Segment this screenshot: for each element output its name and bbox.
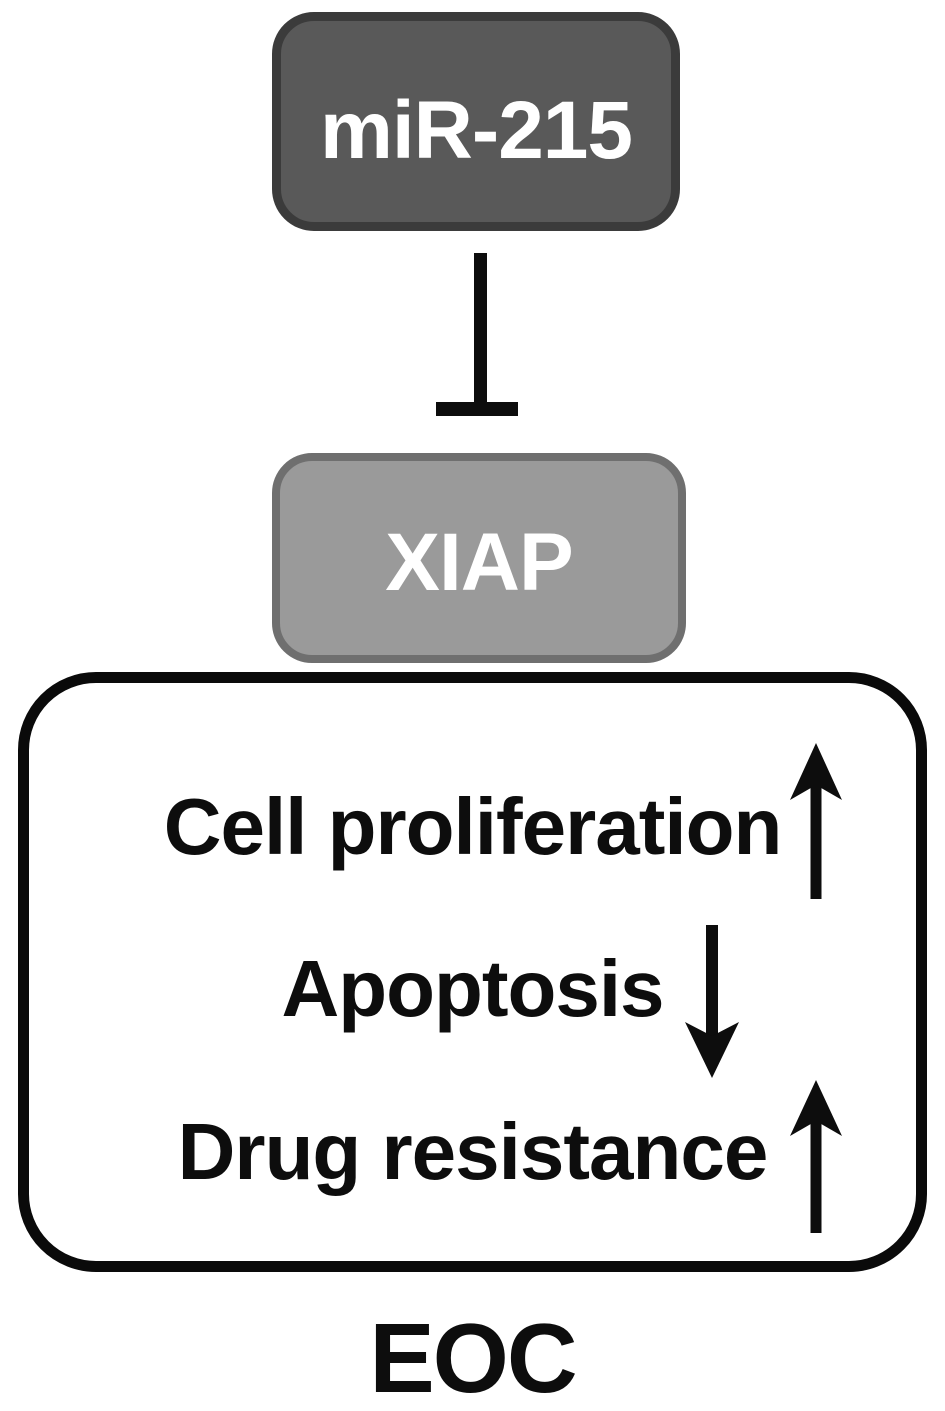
xiap-label: XIAP	[385, 517, 573, 608]
eoc-caption: EOC	[0, 1309, 945, 1407]
inhibition-connector-stem	[474, 253, 487, 405]
mir215-label: miR-215	[319, 84, 633, 176]
inhibition-connector-bar	[436, 402, 518, 416]
xiap-node: XIAP	[272, 453, 686, 663]
effect-drug-resistance: Drug resistance	[0, 1112, 945, 1192]
mir215-node: miR-215	[272, 12, 680, 231]
eoc-outcomes-box	[18, 672, 927, 1272]
effect-apoptosis: Apoptosis	[0, 949, 945, 1029]
effect-cell-proliferation: Cell proliferation	[0, 787, 945, 867]
up-arrow-icon	[790, 1080, 842, 1233]
effect-apoptosis-label: Apoptosis	[281, 944, 664, 1033]
down-arrow-icon	[685, 925, 739, 1078]
effect-drug-resistance-label: Drug resistance	[177, 1107, 769, 1196]
up-arrow-icon	[790, 743, 842, 899]
eoc-caption-label: EOC	[369, 1303, 577, 1411]
effect-cell-proliferation-label: Cell proliferation	[163, 782, 783, 871]
